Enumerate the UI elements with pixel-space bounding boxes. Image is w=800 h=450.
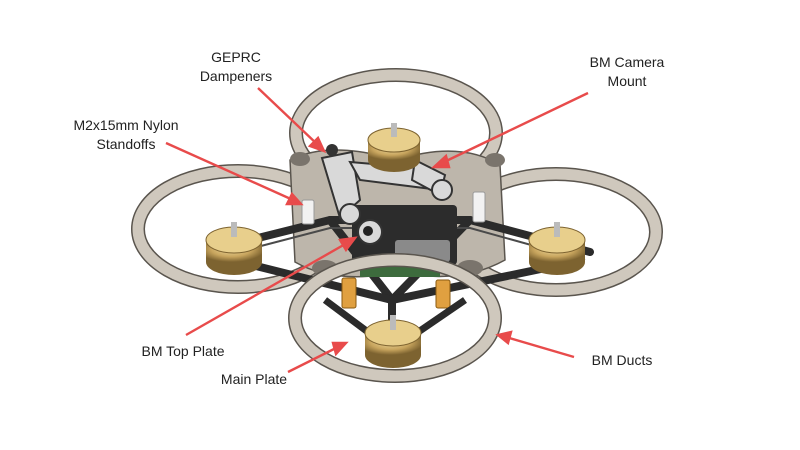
standoff — [301, 199, 315, 225]
standoff — [472, 191, 486, 223]
standoff — [435, 279, 451, 309]
label-nylon-standoffs: M2x15mm Nylon Standoffs — [52, 116, 200, 154]
label-bm-ducts: BM Ducts — [582, 351, 662, 370]
label-line: Main Plate — [220, 371, 288, 387]
motor-front — [364, 315, 422, 368]
camera-mount — [320, 150, 453, 245]
label-line: Standoffs — [96, 136, 156, 152]
standoff — [341, 277, 357, 309]
label-line: Mount — [607, 73, 647, 89]
motor-left — [205, 222, 263, 275]
label-line: M2x15mm Nylon — [73, 117, 179, 133]
label-main-plate: Main Plate — [206, 370, 302, 389]
plate-slot — [485, 153, 505, 167]
label-line: GEPRC — [211, 49, 261, 65]
label-geprc-dampeners: GEPRC Dampeners — [186, 48, 286, 86]
dampener — [326, 144, 338, 156]
label-line: BM Top Plate — [141, 343, 225, 359]
dampener — [363, 226, 373, 236]
label-bm-top-plate: BM Top Plate — [124, 342, 242, 361]
label-line: BM Ducts — [591, 352, 653, 368]
label-line: BM Camera — [589, 54, 665, 70]
plate-slot — [290, 152, 310, 166]
motor-right — [528, 222, 586, 275]
label-bm-camera-mount: BM Camera Mount — [572, 53, 682, 91]
motor-back — [367, 123, 421, 172]
label-line: Dampeners — [199, 68, 273, 84]
